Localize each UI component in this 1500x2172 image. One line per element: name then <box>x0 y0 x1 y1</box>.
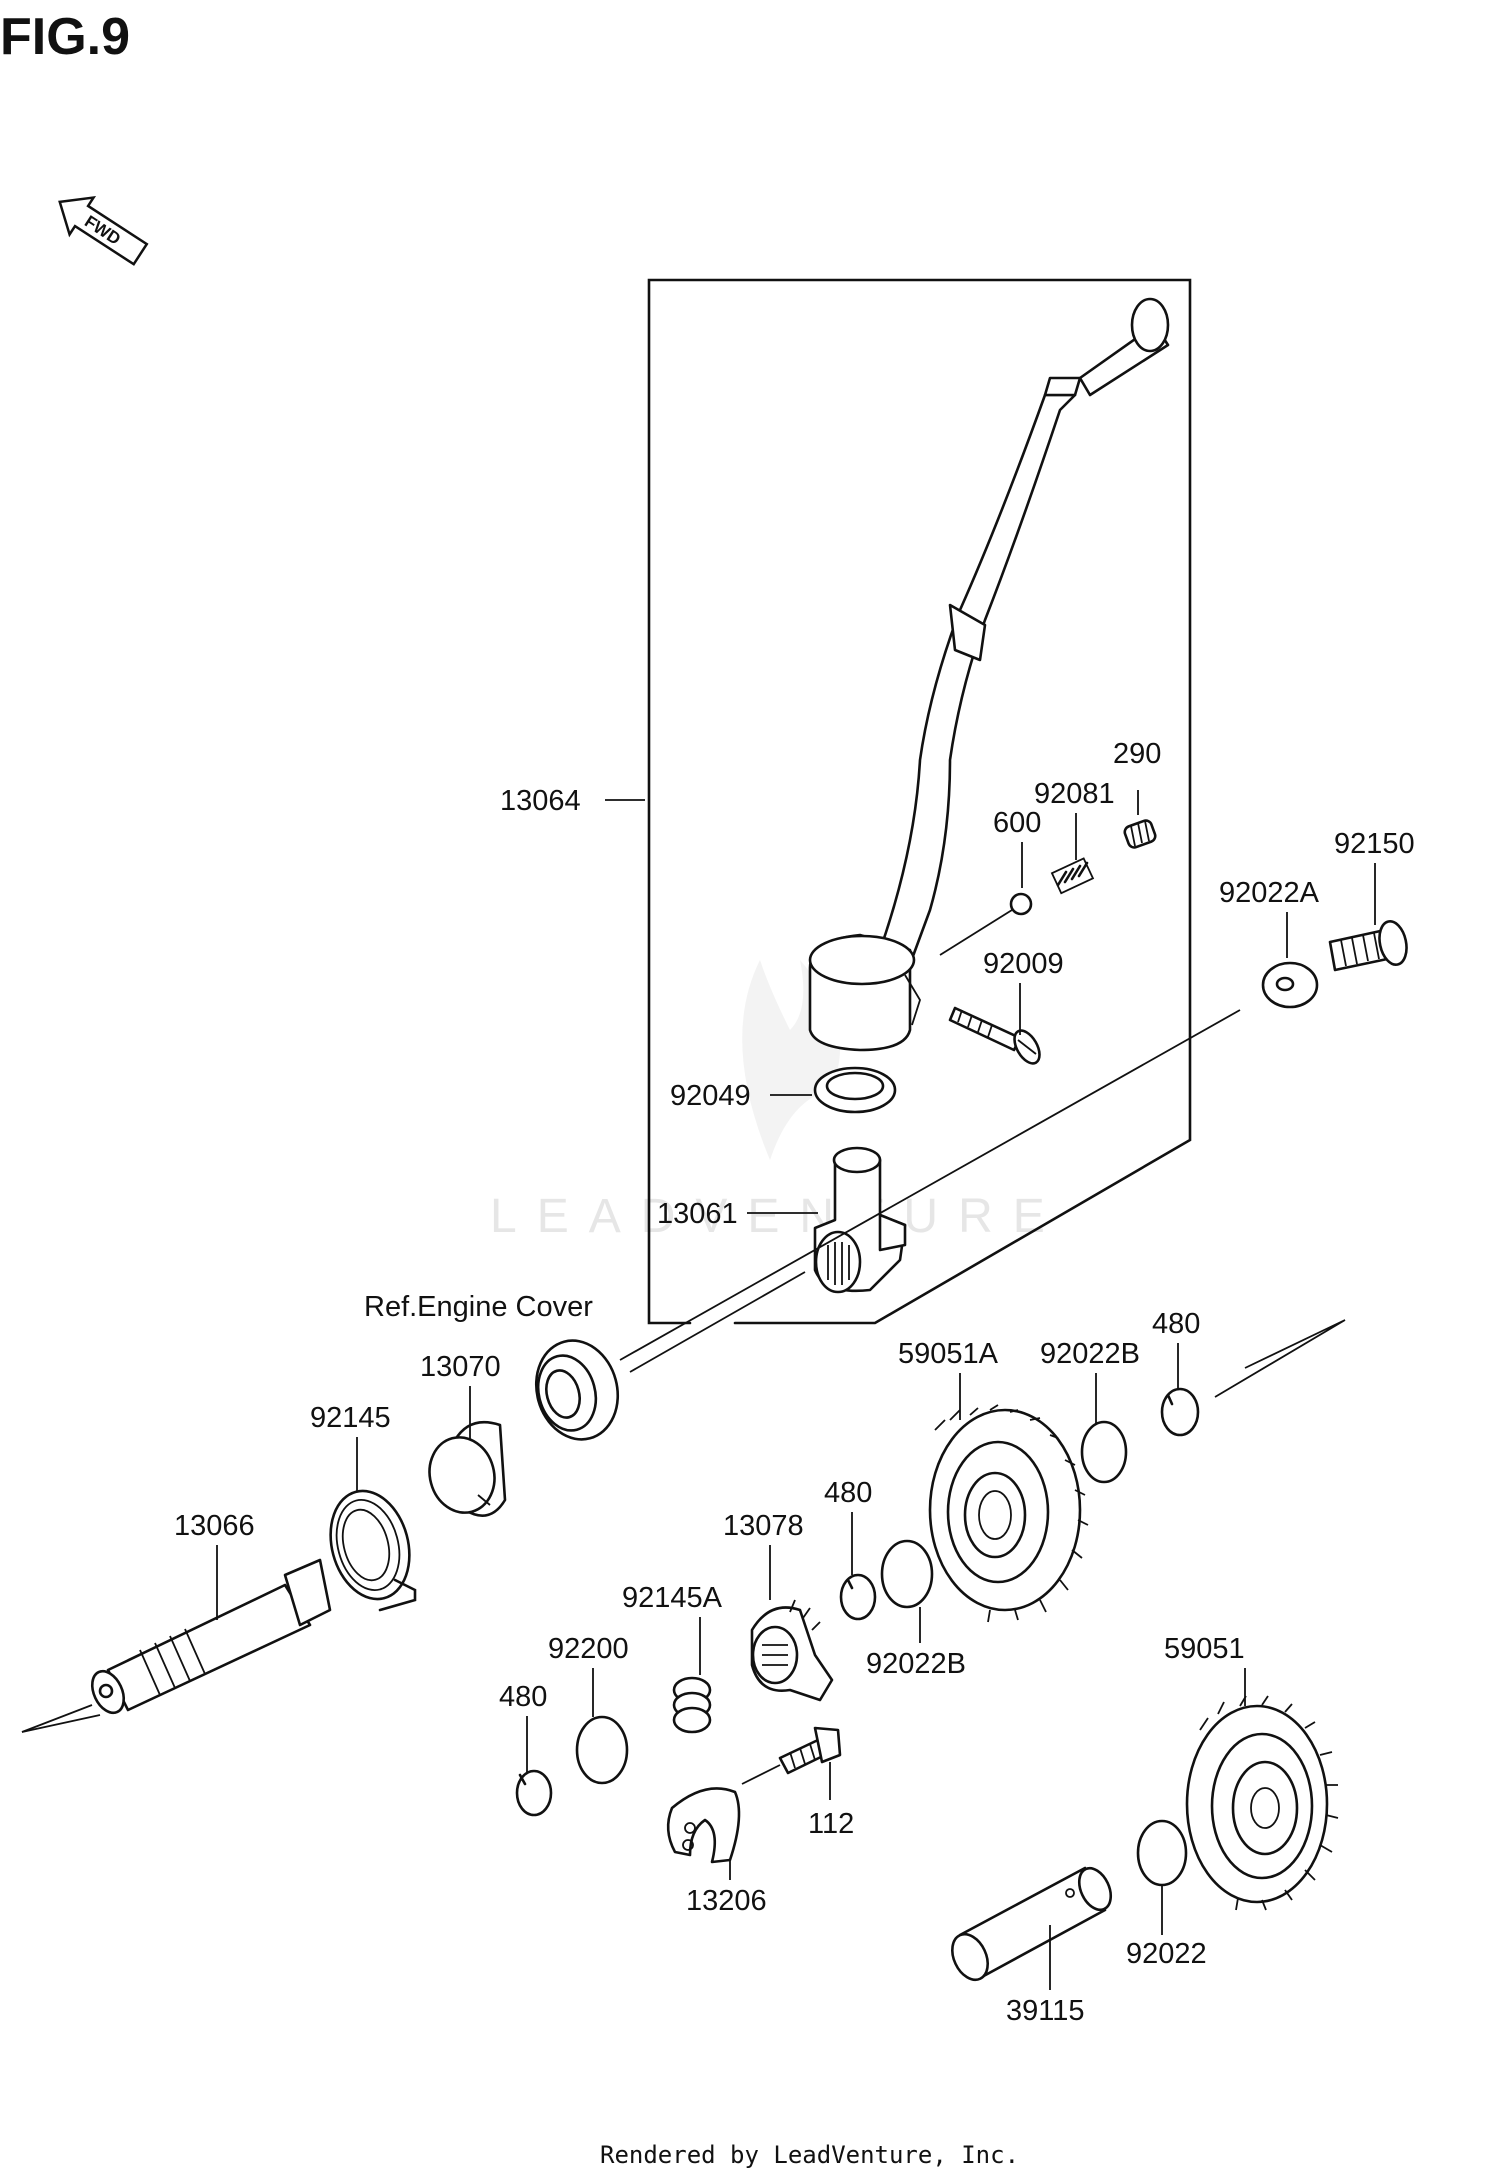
kick-pedal-lever <box>808 297 1170 1052</box>
figure-title: FIG.9 <box>0 8 130 66</box>
bolt-92150 <box>1328 920 1408 972</box>
callout-92049: 92049 <box>670 1080 751 1112</box>
bearing-engine-cover <box>534 1339 620 1441</box>
callout-92022: 92022 <box>1126 1938 1207 1970</box>
leader-lines <box>216 790 1376 1990</box>
callout-13078: 13078 <box>723 1510 804 1542</box>
callout-480-low: 480 <box>499 1681 547 1713</box>
centerline-upper-2 <box>629 1271 806 1373</box>
callout-480-mid: 480 <box>824 1477 872 1509</box>
callout-92150: 92150 <box>1334 828 1415 860</box>
bolt-112 <box>778 1726 842 1775</box>
callout-92145A: 92145A <box>622 1582 723 1614</box>
callout-92022B-top: 92022B <box>1040 1338 1140 1370</box>
callout-39115: 39115 <box>1006 1995 1085 2027</box>
callout-13070: 13070 <box>420 1351 501 1383</box>
callout-92145: 92145 <box>310 1402 391 1434</box>
callout-ref-engine-cover: Ref.Engine Cover <box>364 1291 593 1323</box>
callout-92022B-low: 92022B <box>866 1648 966 1680</box>
ratchet-13078 <box>750 1599 834 1702</box>
callout-112: 112 <box>808 1808 854 1840</box>
bolt-112-line <box>741 1764 781 1785</box>
set-screw-290 <box>1123 819 1157 849</box>
watermark-text: LEADVENTURE <box>490 1190 1065 1243</box>
bolt-92009 <box>948 1006 1041 1065</box>
circlip-480-low <box>515 1769 553 1817</box>
callout-13206: 13206 <box>686 1885 767 1917</box>
circlip-480-top <box>1160 1387 1200 1437</box>
guide-13206 <box>666 1787 741 1864</box>
gear-59051 <box>1185 1695 1339 1911</box>
callout-92022A: 92022A <box>1219 877 1320 909</box>
washer-92022 <box>1136 1819 1188 1887</box>
callout-13061: 13061 <box>657 1198 738 1230</box>
callout-13066: 13066 <box>174 1510 255 1542</box>
centerline-upper <box>619 1009 1241 1361</box>
washer-92200 <box>575 1715 629 1785</box>
centerline-lower-left <box>21 1704 93 1733</box>
centerline-wedge <box>21 1714 101 1733</box>
ball-600 <box>1009 892 1033 916</box>
circlip-480-mid <box>839 1573 877 1621</box>
spring-92145A <box>672 1676 712 1734</box>
callout-59051: 59051 <box>1164 1633 1245 1665</box>
assembly-bracket <box>647 278 1192 1325</box>
pin-39115 <box>951 1866 1113 1982</box>
callout-92200: 92200 <box>548 1633 629 1665</box>
kick-shaft-13066 <box>90 1558 332 1715</box>
spring-92081 <box>1050 857 1095 895</box>
bushing-13070 <box>428 1420 507 1517</box>
fwd-arrow-icon: FWD <box>58 195 149 266</box>
gear-59051A <box>928 1404 1089 1623</box>
centerline-right <box>1214 1319 1346 1398</box>
callout-13064: 13064 <box>500 785 581 817</box>
washer-92022B-top <box>1080 1420 1128 1484</box>
callout-600: 600 <box>993 807 1041 839</box>
seal-ring-92049 <box>813 1066 897 1114</box>
callout-290: 290 <box>1113 738 1161 770</box>
footer-credit: Rendered by LeadVenture, Inc. <box>600 2141 1019 2169</box>
callout-480-top: 480 <box>1152 1308 1200 1340</box>
washer-92022B-low <box>880 1539 934 1609</box>
torsion-spring-92145 <box>329 1489 417 1612</box>
callout-59051A: 59051A <box>898 1338 999 1370</box>
callout-92009: 92009 <box>983 948 1064 980</box>
washer-92022A <box>1261 961 1319 1009</box>
callout-92081: 92081 <box>1034 778 1115 810</box>
